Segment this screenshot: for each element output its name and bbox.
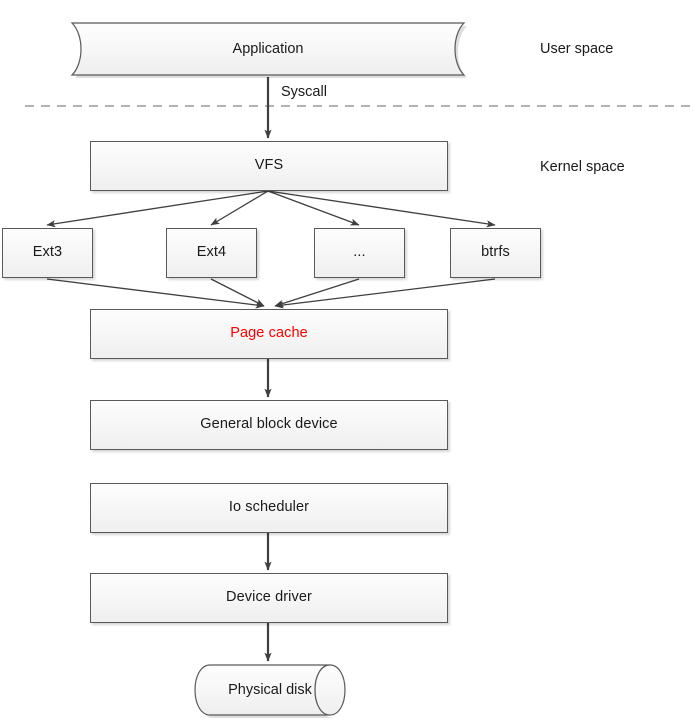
node-vfs[interactable]: VFS bbox=[90, 141, 448, 191]
node-device-driver-label: Device driver bbox=[226, 589, 312, 606]
node-ext4[interactable]: Ext4 bbox=[166, 228, 257, 278]
node-io-scheduler[interactable]: Io scheduler bbox=[90, 483, 448, 533]
node-btrfs[interactable]: btrfs bbox=[450, 228, 541, 278]
node-general-block-device-label: General block device bbox=[200, 416, 338, 433]
node-io-scheduler-label: Io scheduler bbox=[228, 499, 310, 516]
physical-disk-cylinder-shape bbox=[194, 664, 346, 718]
edge-vfs-to-btrfs bbox=[267, 190, 496, 228]
edge-vfs-to-ext4 bbox=[210, 190, 269, 226]
node-btrfs-label: btrfs bbox=[481, 244, 510, 261]
caption-kernel-space: Kernel space bbox=[540, 159, 625, 175]
edge-ext3-to-page-cache bbox=[46, 278, 265, 309]
node-ext3-label: Ext3 bbox=[32, 244, 63, 261]
application-tape-shape bbox=[70, 22, 467, 78]
node-physical-disk[interactable]: Physical disk bbox=[194, 663, 346, 718]
edge-ellipsis-to-page-cache bbox=[274, 278, 360, 307]
caption-user-space: User space bbox=[540, 41, 614, 57]
node-page-cache-label: Page cache bbox=[230, 325, 308, 342]
edge-ext4-to-page-cache bbox=[210, 278, 265, 307]
edge-vfs-to-ext3 bbox=[46, 190, 269, 228]
node-ext4-label: Ext4 bbox=[196, 244, 227, 261]
node-ellipsis-label: ... bbox=[353, 244, 366, 261]
node-application[interactable]: Application bbox=[68, 21, 468, 78]
edge-vfs-to-ellipsis bbox=[267, 190, 360, 226]
node-ellipsis[interactable]: ... bbox=[314, 228, 405, 278]
edge-label-syscall: Syscall bbox=[281, 84, 327, 100]
node-page-cache[interactable]: Page cache bbox=[90, 309, 448, 359]
node-device-driver[interactable]: Device driver bbox=[90, 573, 448, 623]
edge-btrfs-to-page-cache bbox=[274, 278, 496, 309]
node-vfs-label: VFS bbox=[254, 157, 284, 174]
node-ext3[interactable]: Ext3 bbox=[2, 228, 93, 278]
node-general-block-device[interactable]: General block device bbox=[90, 400, 448, 450]
